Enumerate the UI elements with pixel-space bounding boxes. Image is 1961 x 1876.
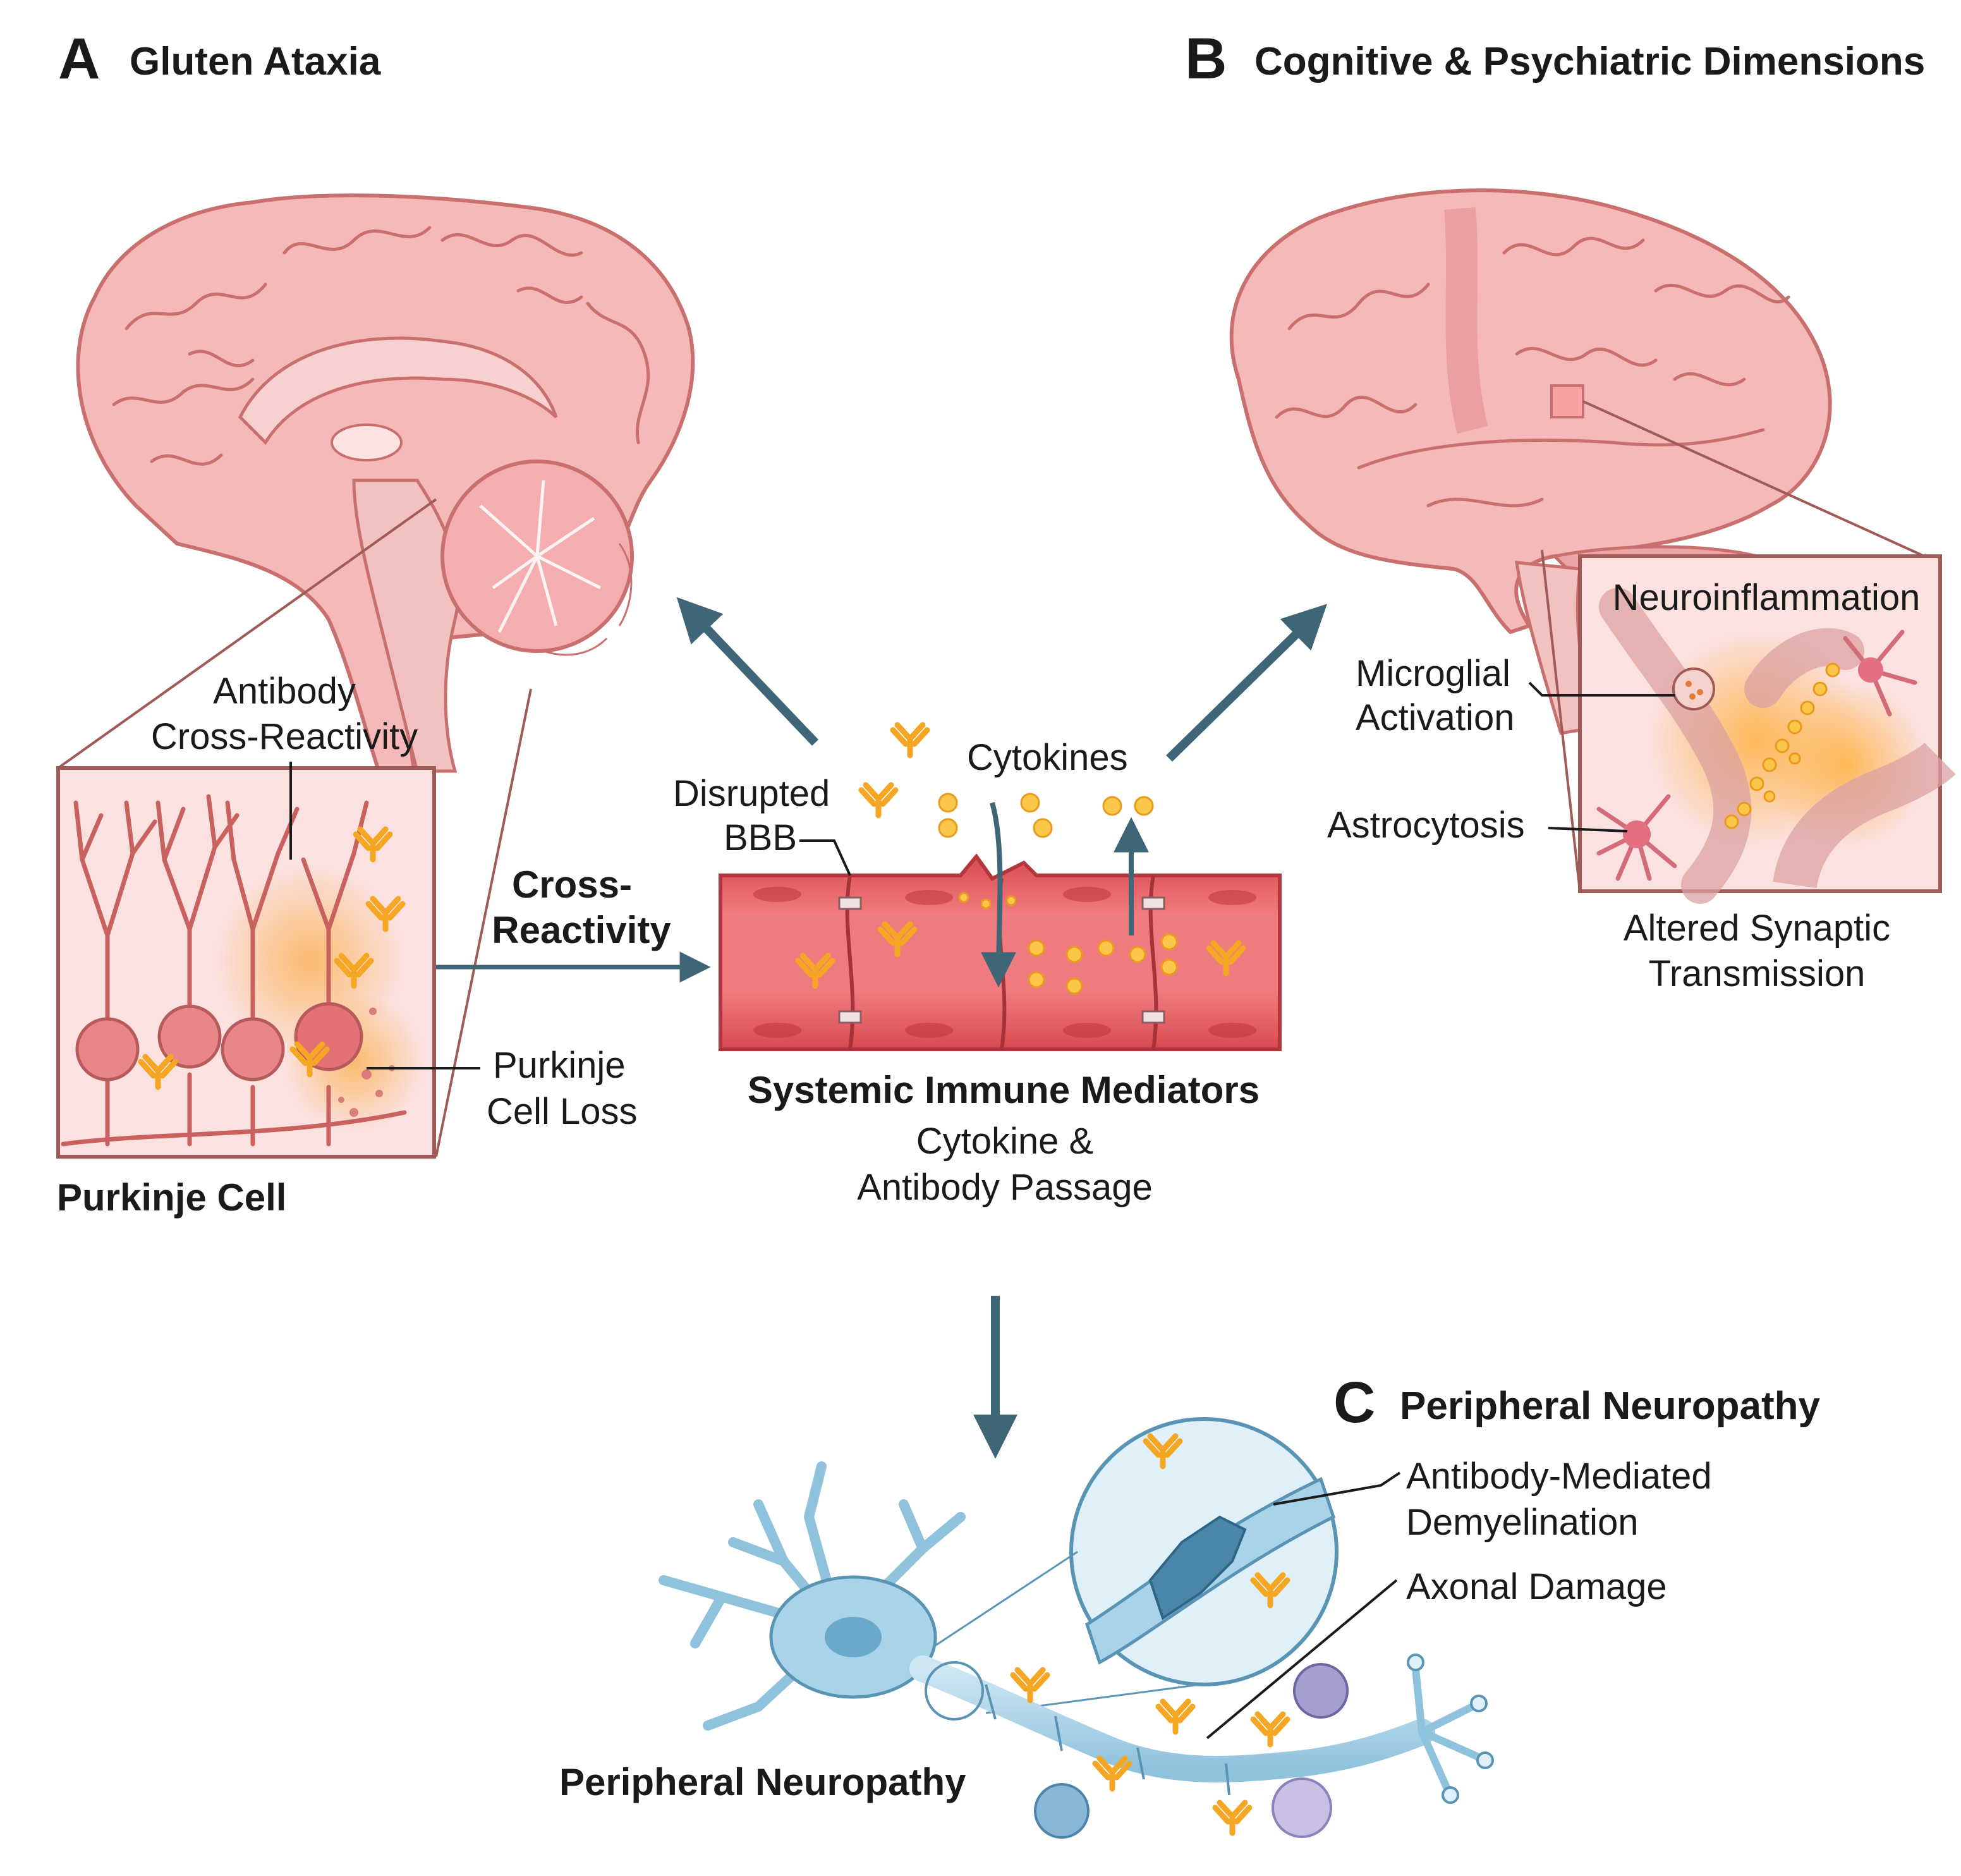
blood-vessel [719,801,1282,1051]
antibody-cross-line2: Cross-Reactivity [151,716,418,757]
neuroinflammation-inset [1578,554,1956,904]
neuroinflammation-label: Neuroinflammation [1613,577,1921,618]
peripheral-bottom-label: Peripheral Neuropathy [559,1761,966,1803]
disrupted-bbb-line2: BBB [724,817,797,858]
immune-cells [1013,1663,1349,1839]
demyelination-magnifier [1069,1417,1339,1686]
cross-reactivity-arrow: Cross- Reactivity [436,863,711,983]
peripheral-neuron [659,1461,1494,1804]
panel-c: C Peripheral Neuropathy [559,1370,1820,1839]
axonal-damage-label: Axonal Damage [1406,1566,1667,1607]
purkinje-loss-line2: Cell Loss [487,1091,638,1132]
arrow-to-panel-a [676,597,819,746]
antibody-cross-line1: Antibody [213,671,356,712]
systemic-sub-line1: Cytokine & [916,1121,1093,1162]
panel-a: A Gluten Ataxia [56,27,695,1219]
cytokines-label: Cytokines [967,737,1128,778]
zoom-line-b-right [1582,400,1925,557]
panel-b-letter: B [1185,27,1227,91]
sagittal-brain [76,193,695,793]
panel-c-title: Peripheral Neuropathy [1400,1384,1820,1428]
purkinje-loss-line1: Purkinje [493,1045,626,1086]
panel-c-letter: C [1333,1370,1375,1435]
panel-b: B Cognitive & Psychiatric Dimensions [1185,27,1956,994]
zoom-line-left [57,498,437,769]
purkinje-cell-label: Purkinje Cell [57,1176,286,1219]
panel-b-title: Cognitive & Psychiatric Dimensions [1254,40,1925,83]
astrocytosis-label: Astrocytosis [1327,805,1525,846]
demyelination-leader [1273,1471,1401,1506]
synaptic-line1: Altered Synaptic [1624,908,1890,949]
demyelination-line2: Demyelination [1406,1502,1639,1543]
microglial-line1: Microglial [1356,653,1510,694]
zoom-line-c-top [928,1550,1078,1651]
systemic-sub-line2: Antibody Passage [857,1167,1153,1208]
panel-a-letter: A [58,27,100,91]
demyelination-line1: Antibody-Mediated [1406,1456,1712,1497]
astrocytosis-leader [1548,827,1628,832]
cross-reactivity-line1: Cross- [512,863,632,906]
arrow-to-panel-b [1166,604,1328,762]
panel-a-title: Gluten Ataxia [130,40,381,83]
microglial-leader [1528,681,1675,697]
purkinje-inset [56,766,436,1159]
cross-reactivity-line2: Reactivity [492,909,671,951]
disrupted-bbb-leader [799,839,851,876]
zoom-line-right [435,688,532,1157]
axonal-damage-leader [1206,1579,1398,1739]
zoom-line-b-left [1541,549,1581,892]
microglial-line2: Activation [1356,697,1514,738]
synaptic-line2: Transmission [1649,953,1866,994]
disrupted-bbb-line1: Disrupted [673,773,830,814]
systemic-title: Systemic Immune Mediators [748,1069,1260,1111]
floating-mediators [861,725,1154,838]
